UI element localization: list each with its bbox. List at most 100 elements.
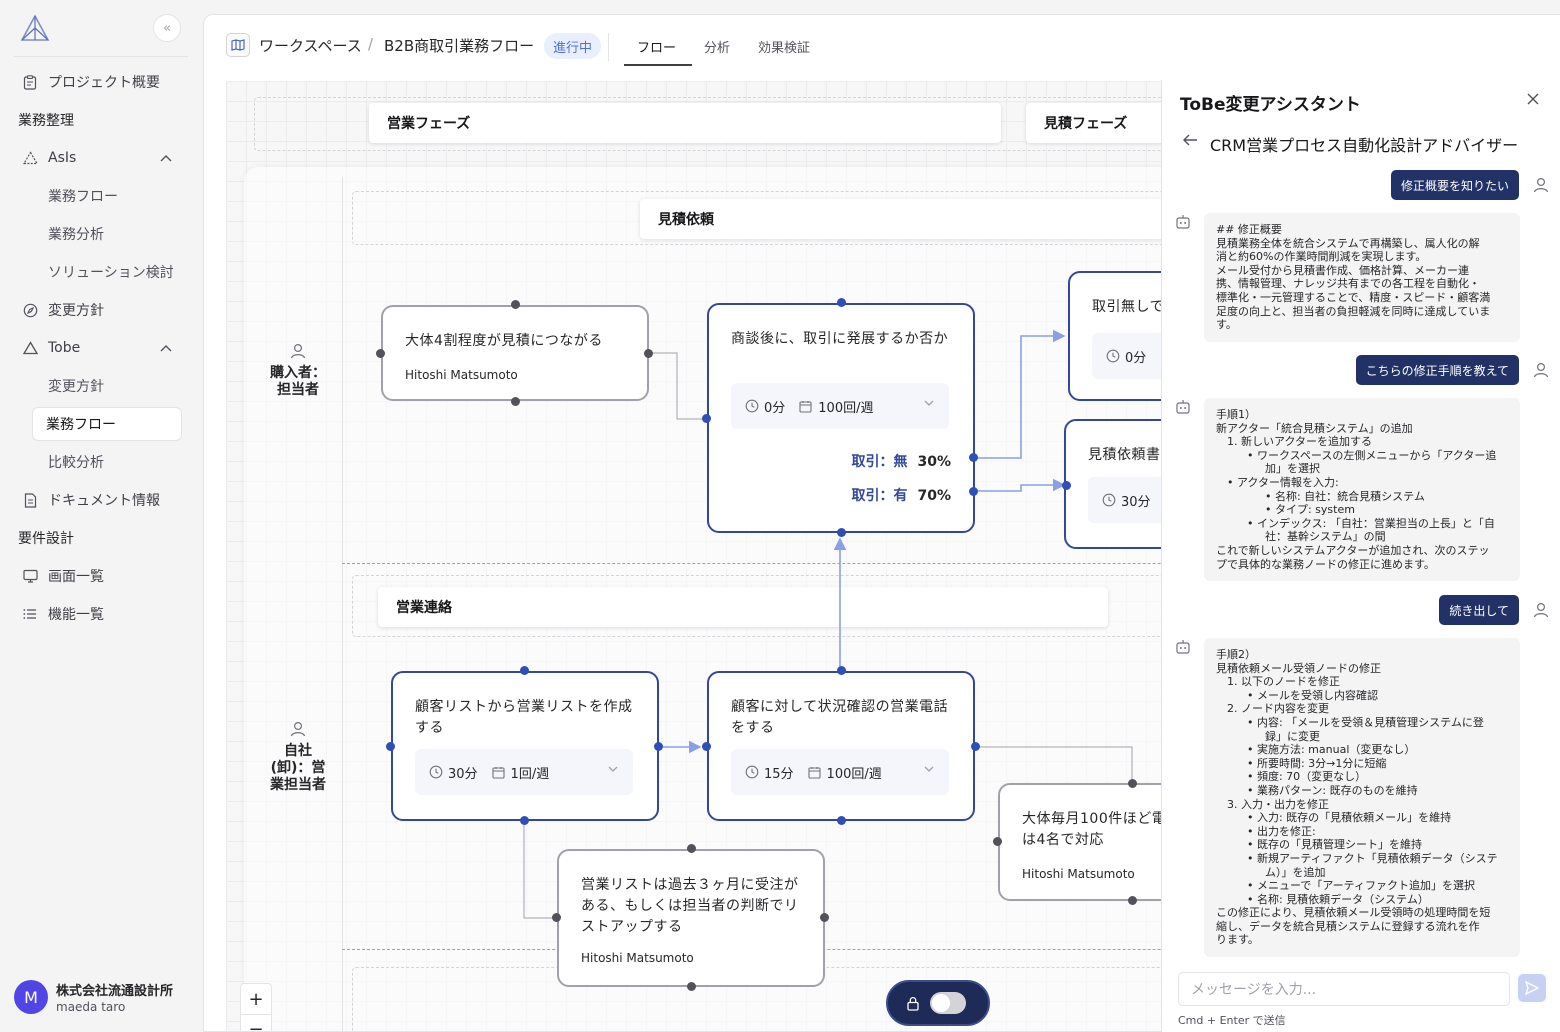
message-line: • 出力を修正: <box>1247 824 1316 838</box>
node-handle[interactable] <box>837 528 846 537</box>
back-arrow-icon[interactable] <box>1182 132 1198 151</box>
sidebar-item-change-policy[interactable]: 変更方針 <box>0 291 202 329</box>
sidebar-item-asis-analysis[interactable]: 業務分析 <box>0 215 202 253</box>
message-input[interactable]: メッセージを入力... <box>1178 972 1510 1006</box>
tab-effect[interactable]: 効果検証 <box>758 41 811 56</box>
chevron-up-icon[interactable] <box>160 151 172 165</box>
subphase-estimate-request[interactable]: 見積依頼 <box>640 199 1200 239</box>
user-org: 株式会社流通設計所 <box>56 984 174 999</box>
node-meta[interactable]: 15分 100回/週 <box>731 749 949 795</box>
node-title: 見積依頼書 <box>1088 447 1161 463</box>
node-handle[interactable] <box>687 844 696 853</box>
message-line: • アクター情報を入力: <box>1227 475 1339 489</box>
node-owner: Hitoshi Matsumoto <box>405 368 518 382</box>
message-line: • ワークスペースの左側メニューから「アクター追 <box>1247 448 1497 462</box>
subphase-sales-contact[interactable]: 営業連絡 <box>378 587 1108 627</box>
sidebar-item-asis[interactable]: AsIs <box>0 139 202 177</box>
lane-header-divider <box>342 177 343 1031</box>
lane-header-sales[interactable]: 自社 (卸)：営 業担当者 <box>254 721 342 794</box>
calendar-icon <box>491 766 505 779</box>
node-handle[interactable] <box>520 666 529 675</box>
sidebar-item-tobe-policy[interactable]: 変更方針 <box>0 367 202 405</box>
chevron-down-icon[interactable] <box>923 397 935 409</box>
node-time: 15分 <box>764 766 794 782</box>
message-line: 縮し、データを統合見積システムに登録する流れを作 <box>1216 919 1480 933</box>
node-handle[interactable] <box>702 414 711 423</box>
sidebar-item-solution[interactable]: ソリューション検討 <box>0 253 202 291</box>
node-handle[interactable] <box>820 913 829 922</box>
node-handle[interactable] <box>386 742 395 751</box>
message-line: 録」に変更 <box>1265 729 1320 743</box>
breadcrumb-workspace[interactable]: ワークスペース <box>259 37 362 55</box>
node-handle[interactable] <box>552 913 561 922</box>
branch-label: 取引：有 <box>851 488 908 504</box>
flow-node-buyer-note[interactable]: 大体4割程度が見積につながる Hitoshi Matsumoto <box>381 305 649 401</box>
node-title: 営業リストは過去３ヶ月に受注がある、もしくは担当者の判断でリストアップする <box>581 877 799 935</box>
node-handle[interactable] <box>520 816 529 825</box>
send-button[interactable] <box>1518 974 1546 1002</box>
node-handle[interactable] <box>654 742 663 751</box>
node-handle[interactable] <box>702 742 711 751</box>
sidebar-item-tobe[interactable]: Tobe <box>0 329 202 367</box>
chevron-down-icon[interactable] <box>923 763 935 775</box>
chevron-up-icon[interactable] <box>160 341 172 355</box>
node-handle[interactable] <box>1128 896 1137 905</box>
sidebar-item-screens[interactable]: 画面一覧 <box>0 557 202 595</box>
flow-node-create-list[interactable]: 顧客リストから営業リストを作成する 30分 1回/週 <box>391 671 659 821</box>
node-meta[interactable]: 0分 100回/週 <box>731 383 949 429</box>
sidebar-item-compare[interactable]: 比較分析 <box>0 443 202 481</box>
flow-node-list-criteria[interactable]: 営業リストは過去３ヶ月に受注がある、もしくは担当者の判断でリストアップする Hi… <box>557 849 825 987</box>
lock-toggle[interactable] <box>930 992 966 1014</box>
clipboard-icon <box>22 74 38 90</box>
message-line: 見積依頼メール受領ノードの修正 <box>1216 661 1381 675</box>
node-handle[interactable] <box>1062 481 1071 490</box>
node-meta[interactable]: 30分 1回/週 <box>415 749 633 795</box>
node-handle[interactable] <box>511 397 520 406</box>
bot-icon <box>1176 400 1190 414</box>
node-handle[interactable] <box>971 742 980 751</box>
node-handle[interactable] <box>837 816 846 825</box>
zoom-out-button[interactable]: − <box>241 1014 271 1031</box>
node-handle[interactable] <box>969 453 978 462</box>
lane-header-buyer[interactable]: 購入者： 担当者 <box>254 343 342 399</box>
flow-node-sales-call[interactable]: 顧客に対して状況確認の営業電話をする 15分 100回/週 <box>707 671 975 821</box>
message-line: 手順1） <box>1216 408 1256 421</box>
node-handle[interactable] <box>837 298 846 307</box>
tab-flow[interactable]: フロー <box>637 41 677 56</box>
node-handle[interactable] <box>1128 779 1137 788</box>
sidebar-item-asis-flow[interactable]: 業務フロー <box>0 177 202 215</box>
node-handle[interactable] <box>376 349 385 358</box>
active-tab-indicator <box>624 64 692 66</box>
chevron-down-icon[interactable] <box>607 763 619 775</box>
sidebar-nav: プロジェクト概要 業務整理 AsIs 業務フロー 業務分析 ソリューション検討 … <box>0 63 202 633</box>
node-handle[interactable] <box>511 300 520 309</box>
send-hint: Cmd + Enter で送信 <box>1178 1014 1286 1027</box>
close-icon[interactable] <box>1526 90 1540 111</box>
message-line: • 内容: 「メールを受領＆見積管理システムに登 <box>1247 715 1484 729</box>
message-list[interactable]: 修正概要を知りたい ## 修正概要 見積業務全体を統合システムで再構築し、属人化… <box>1162 168 1560 964</box>
sidebar-item-documents[interactable]: ドキュメント情報 <box>0 481 202 519</box>
user-profile[interactable]: M 株式会社流通設計所 maeda taro <box>14 980 173 1014</box>
node-handle[interactable] <box>993 837 1002 846</box>
sidebar-item-label: AsIs <box>48 150 77 166</box>
phase-sales[interactable]: 営業フェーズ <box>369 103 1001 143</box>
message-line: • インデックス: 「自社：営業担当の上長」と「自 <box>1247 516 1495 530</box>
sidebar-item-features[interactable]: 機能一覧 <box>0 595 202 633</box>
node-time: 0分 <box>764 400 786 416</box>
sidebar-item-project-overview[interactable]: プロジェクト概要 <box>0 63 202 101</box>
node-handle[interactable] <box>969 487 978 496</box>
zoom-in-button[interactable]: + <box>248 988 264 1010</box>
message-line: 消と約60%の作業時間削減を実現します。 <box>1216 250 1427 264</box>
message-line: • メニューで「アーティファクト追加」を選択 <box>1247 879 1476 893</box>
node-handle[interactable] <box>644 349 653 358</box>
message-line: • 入力: 既存の「見積依頼メール」を維持 <box>1247 811 1452 825</box>
node-handle[interactable] <box>837 666 846 675</box>
node-frequency: 100回/週 <box>826 766 882 782</box>
lock-toolbar <box>886 980 990 1026</box>
sidebar-item-tobe-flow[interactable]: 業務フロー <box>32 407 182 441</box>
tab-analysis[interactable]: 分析 <box>704 41 731 56</box>
person-icon <box>290 721 306 737</box>
sidebar-collapse-button[interactable]: « <box>153 14 181 42</box>
node-handle[interactable] <box>687 982 696 991</box>
